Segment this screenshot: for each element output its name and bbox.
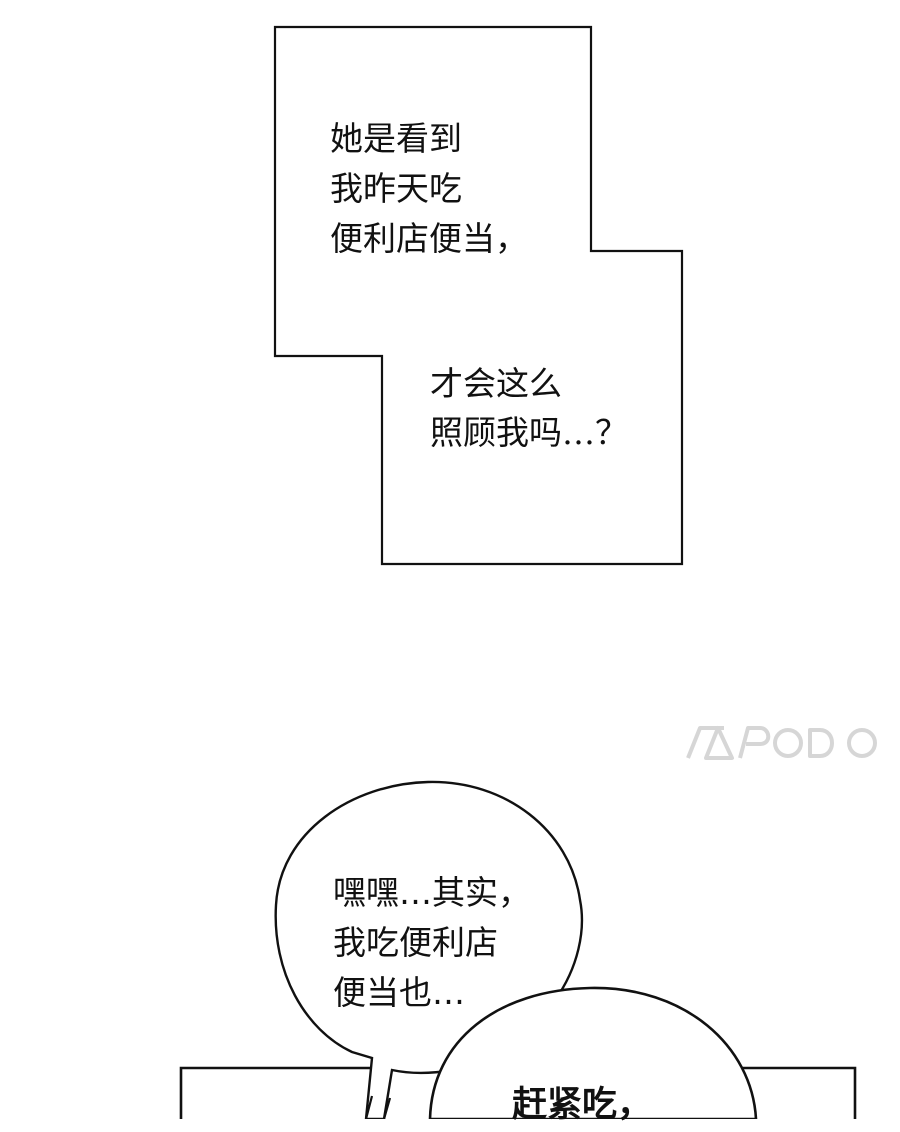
narration-line-3: 便利店便当，	[330, 219, 528, 258]
narration-line-2: 我昨天吃	[330, 169, 462, 208]
bubble-left-line-1: 嘿嘿…其实，	[333, 873, 531, 912]
speech-bubble-right-outline	[428, 986, 758, 1119]
bubble-right-line-1: 赶紧吃，	[512, 1085, 653, 1125]
narration-line-1: 她是看到	[330, 119, 462, 158]
narration-line-5: 照顾我吗…？	[430, 413, 628, 452]
narration-line-4: 才会这么	[430, 364, 562, 403]
bubble-left-line-2: 我吃便利店	[333, 923, 498, 962]
bubble-left-line-3: 便当也…	[333, 973, 465, 1012]
narration-box-outline	[273, 25, 684, 566]
speech-bubble-left-tail	[364, 1095, 392, 1119]
podo-logo	[686, 726, 877, 760]
